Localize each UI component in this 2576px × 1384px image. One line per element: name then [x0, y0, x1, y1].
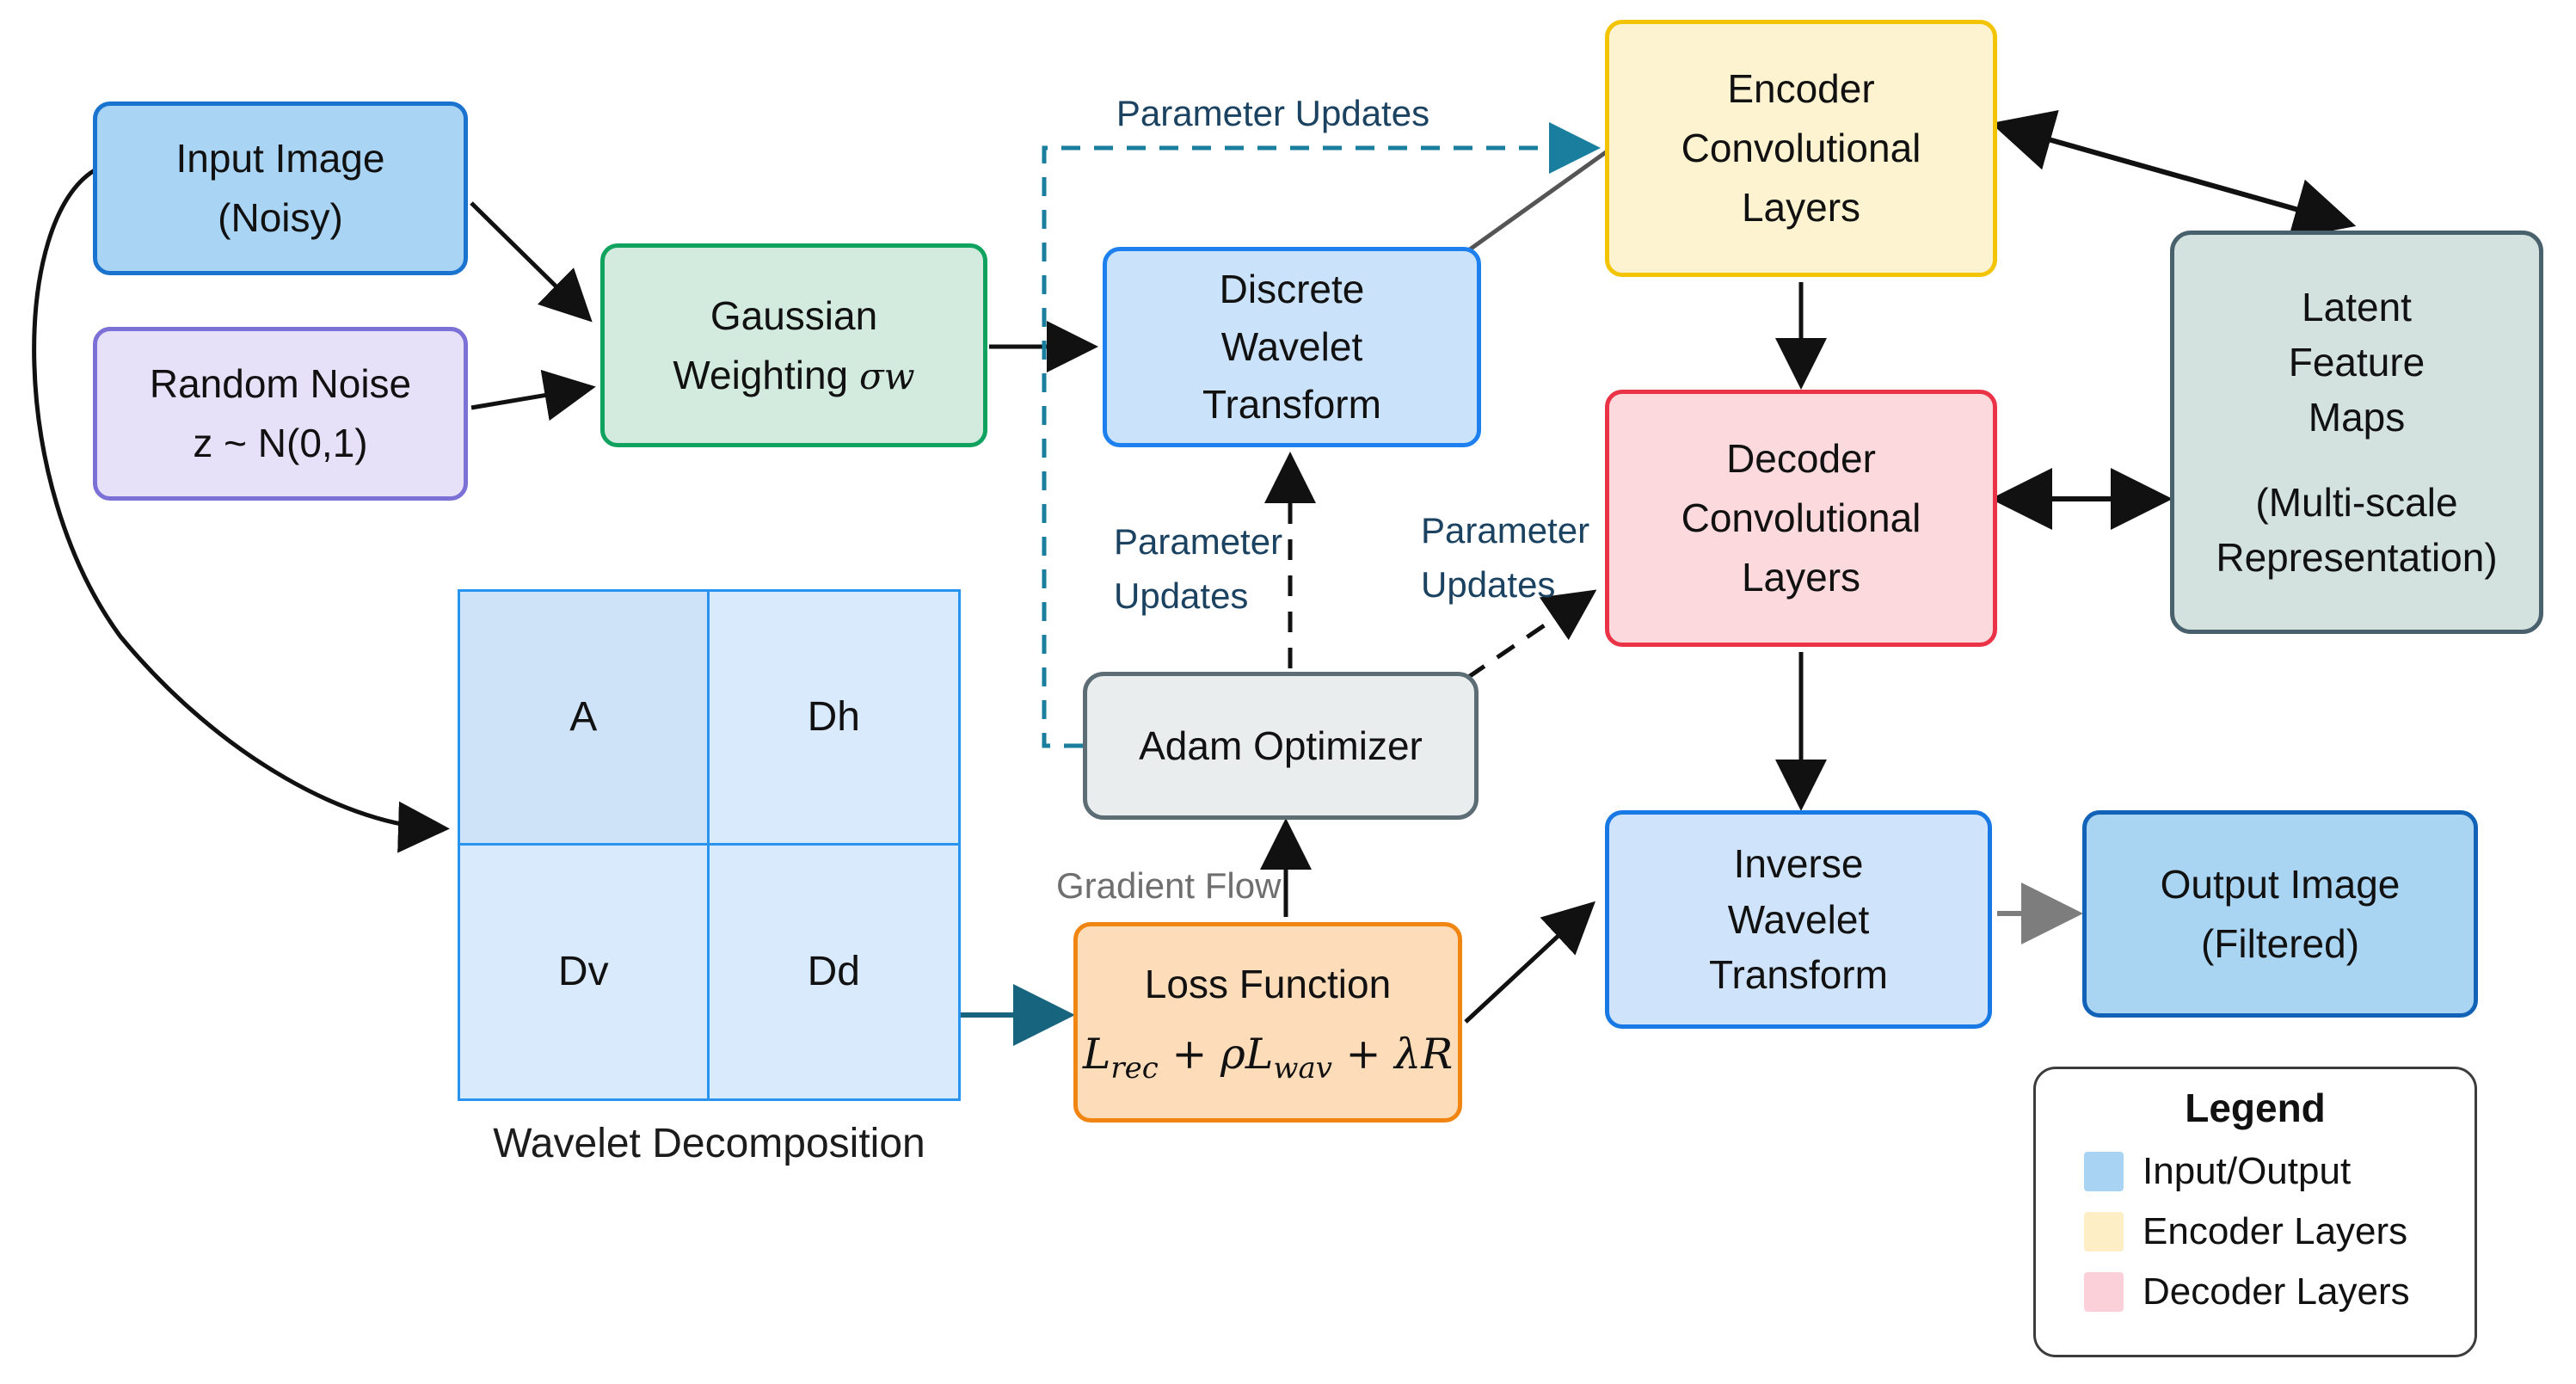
decoder-line2: Convolutional: [1681, 495, 1921, 540]
loss-title: Loss Function: [1144, 961, 1392, 1006]
line-dwt-to-encoder: [1466, 145, 1614, 254]
decoder-line3: Layers: [1741, 555, 1861, 600]
random-noise-line1: Random Noise: [149, 361, 412, 406]
legend-label-encoder-layers: Encoder Layers: [2143, 1210, 2408, 1252]
latent-line3: Maps: [2308, 395, 2406, 440]
output-line2: (Filtered): [2200, 920, 2360, 966]
discrete-wavelet-transform-node: Discrete Wavelet Transform: [1103, 247, 1481, 447]
arrow-noise-to-gaussian: [470, 369, 596, 421]
adam-label: Adam Optimizer: [1139, 723, 1423, 768]
gradient-flow-label: Gradient Flow: [1056, 865, 1282, 906]
gaussian-sigma-symbol: σw: [858, 354, 915, 397]
parameter-updates-top-label: Parameter Updates: [1116, 93, 1430, 133]
arrow-input-to-gaussian: [470, 201, 593, 323]
dwt-line2: Wavelet: [1220, 324, 1363, 370]
latent-line1: Latent: [2302, 284, 2412, 329]
encoder-layers-node: Encoder Convolutional Layers: [1605, 20, 1997, 277]
gaussian-line1: Gaussian: [710, 292, 878, 338]
decoder-line1: Decoder: [1726, 436, 1876, 481]
random-noise-node: Random Noise z ~ N(0,1): [93, 327, 468, 501]
grid-cell-horizontal-detail: Dh: [709, 592, 958, 846]
inverse-wavelet-transform-node: Inverse Wavelet Transform: [1605, 810, 1992, 1029]
arrow-loss-to-iwt: [1464, 901, 1595, 1024]
dwt-line3: Transform: [1202, 381, 1381, 427]
loss-function-node: Loss Function Lrec + ρLwav + λR: [1073, 922, 1462, 1123]
input-image-line2: (Noisy): [218, 195, 343, 240]
parameter-updates-right-line1: Parameter: [1421, 510, 1590, 551]
iwt-line3: Transform: [1709, 952, 1888, 998]
latent-sub-line2: Representation): [2216, 535, 2498, 581]
iwt-line2: Wavelet: [1727, 896, 1870, 942]
grid-cell-approximation: A: [460, 592, 710, 846]
legend-item-input-output: Input/Output: [2084, 1150, 2475, 1193]
input-image-line1: Input Image: [175, 136, 385, 181]
legend-label-decoder-layers: Decoder Layers: [2143, 1270, 2410, 1313]
legend-item-encoder-layers: Encoder Layers: [2084, 1210, 2475, 1253]
loss-formula: Lrec + ρLwav + λR: [1083, 1023, 1453, 1091]
wavelet-decomposition-grid: A Dh Dv Dd: [458, 589, 961, 1101]
legend-swatch-encoder-layers: [2084, 1212, 2124, 1252]
legend-title: Legend: [2185, 1086, 2326, 1130]
legend-label-input-output: Input/Output: [2143, 1150, 2352, 1192]
formula-end: + λR: [1331, 1029, 1454, 1079]
decoder-layers-node: Decoder Convolutional Layers: [1605, 390, 1997, 647]
parameter-updates-right-label: Parameter Updates: [1421, 503, 1589, 612]
formula-L: L: [1082, 1029, 1111, 1079]
encoder-line1: Encoder: [1727, 66, 1875, 111]
iwt-line1: Inverse: [1733, 841, 1864, 887]
encoder-line2: Convolutional: [1681, 126, 1921, 170]
encoder-line3: Layers: [1741, 185, 1861, 230]
formula-mid: + ρL: [1158, 1029, 1274, 1079]
gaussian-weighting-word: Weighting: [673, 352, 849, 397]
gaussian-weighting-node: Gaussian Weighting σw: [600, 243, 987, 447]
input-image-node: Input Image (Noisy): [93, 101, 468, 275]
latent-sub-line1: (Multi-scale: [2255, 479, 2458, 525]
adam-optimizer-node: Adam Optimizer: [1083, 672, 1479, 820]
latent-feature-maps-node: Latent Feature Maps (Multi-scale Represe…: [2170, 231, 2543, 634]
legend-item-decoder-layers: Decoder Layers: [2084, 1270, 2475, 1313]
legend-box: Legend Input/Output Encoder Layers Decod…: [2033, 1067, 2477, 1357]
random-noise-line2: z ~ N(0,1): [193, 421, 368, 465]
output-line1: Output Image: [2160, 861, 2401, 907]
legend-swatch-decoder-layers: [2084, 1272, 2124, 1312]
formula-sub-rec: rec: [1110, 1050, 1159, 1086]
dwt-line1: Discrete: [1219, 267, 1365, 312]
parameter-updates-mid-label: Parameter Updates: [1114, 514, 1282, 623]
output-image-node: Output Image (Filtered): [2082, 810, 2478, 1018]
grid-cell-vertical-detail: Dv: [460, 845, 710, 1098]
legend-swatch-input-output: [2084, 1152, 2124, 1191]
parameter-updates-right-line2: Updates: [1421, 564, 1556, 605]
gaussian-line2: Weighting σw: [673, 346, 914, 405]
latent-line2: Feature: [2288, 339, 2425, 384]
formula-sub-wav: wav: [1273, 1050, 1332, 1086]
arrow-encoder-latent-bidir: [1990, 110, 2357, 239]
wavelet-grid-caption: Wavelet Decomposition: [493, 1121, 925, 1166]
grid-cell-diagonal-detail: Dd: [709, 845, 958, 1098]
parameter-updates-mid-line1: Parameter: [1114, 521, 1283, 562]
parameter-updates-mid-line2: Updates: [1114, 575, 1249, 616]
